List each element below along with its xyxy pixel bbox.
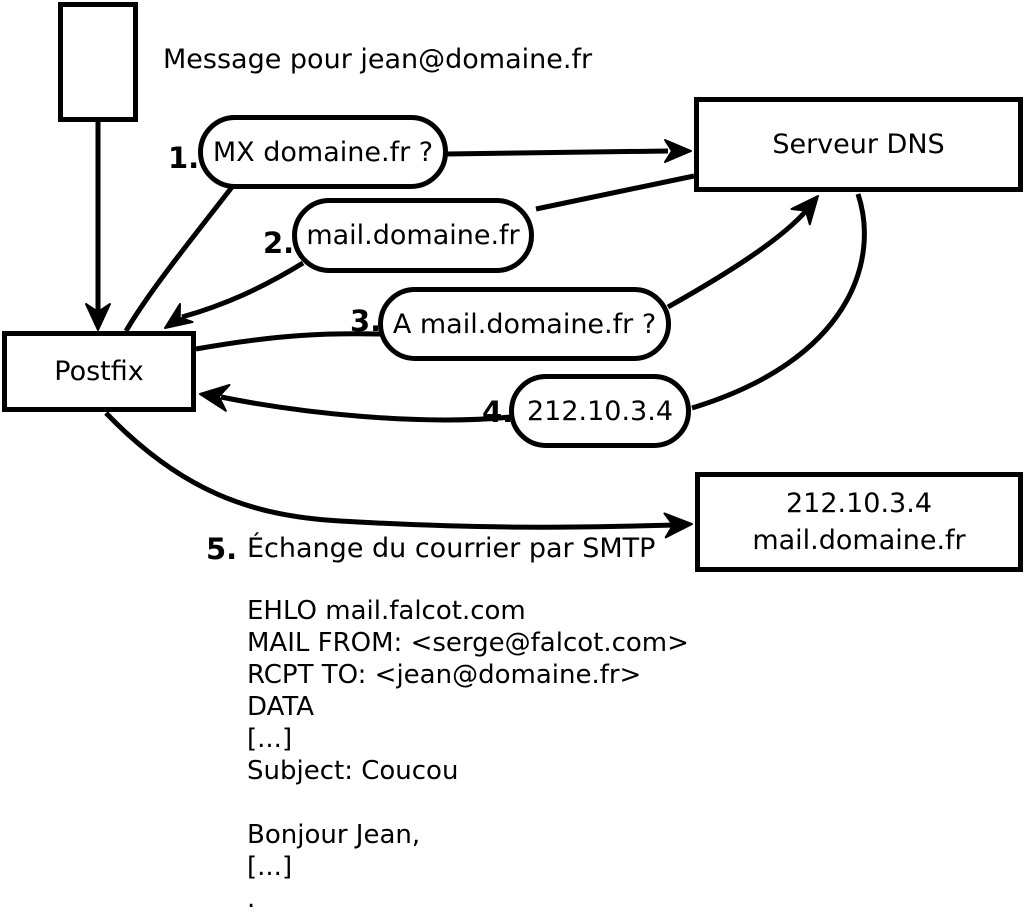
destination-server-box: 212.10.3.4 mail.domaine.fr <box>695 472 1023 572</box>
step3-query-pill: A mail.domaine.fr ? <box>378 287 671 361</box>
destination-hostname: mail.domaine.fr <box>752 525 966 556</box>
step1-to-dns-arrowhead <box>664 139 692 163</box>
postfix-to-destination-arrowhead <box>663 512 693 539</box>
step4-answer-label: 212.10.3.4 <box>527 395 673 427</box>
step3-to-dns-arrowhead <box>790 195 819 226</box>
line-postfix-to-step1 <box>123 185 234 333</box>
arrow-step3-to-dns <box>666 209 808 310</box>
step2-answer-label: mail.domaine.fr <box>306 220 520 251</box>
destination-ip: 212.10.3.4 <box>786 488 932 519</box>
step5-label: Échange du courrier par SMTP <box>247 533 656 564</box>
step3-query-label: A mail.domaine.fr ? <box>392 308 657 340</box>
line-dns-to-step4 <box>691 193 867 411</box>
message-label: Message pour jean@domaine.fr <box>163 44 593 75</box>
arrow-step4-to-postfix <box>220 394 512 423</box>
postfix-box: Postfix <box>2 331 196 412</box>
step4-number: 4. <box>482 395 514 429</box>
postfix-label: Postfix <box>54 356 144 387</box>
line-postfix-to-step3 <box>195 331 381 352</box>
step1-number: 1. <box>168 141 200 175</box>
step2-number: 2. <box>263 226 295 260</box>
mail-client-box <box>58 2 138 122</box>
step2-answer-pill: mail.domaine.fr <box>292 198 534 273</box>
step5-number: 5. <box>206 532 238 566</box>
arrow-step2-to-postfix <box>181 260 305 320</box>
step3-number: 3. <box>350 304 382 338</box>
step2-to-postfix-arrowhead <box>164 303 194 329</box>
arrow-step1-to-dns <box>445 148 669 157</box>
step4-to-postfix-arrowhead <box>199 384 231 412</box>
arrow-postfix-to-destination <box>104 411 677 530</box>
step4-answer-pill: 212.10.3.4 <box>509 374 691 448</box>
client-to-postfix-arrowhead <box>85 303 111 331</box>
dns-server-label: Serveur DNS <box>772 129 945 160</box>
step1-query-pill: MX domaine.fr ? <box>198 115 448 189</box>
smtp-session-text: EHLO mail.falcot.com MAIL FROM: <serge@f… <box>247 596 689 914</box>
step1-query-label: MX domaine.fr ? <box>212 136 434 168</box>
line-dns-to-step2 <box>535 173 695 212</box>
dns-server-box: Serveur DNS <box>694 97 1023 192</box>
